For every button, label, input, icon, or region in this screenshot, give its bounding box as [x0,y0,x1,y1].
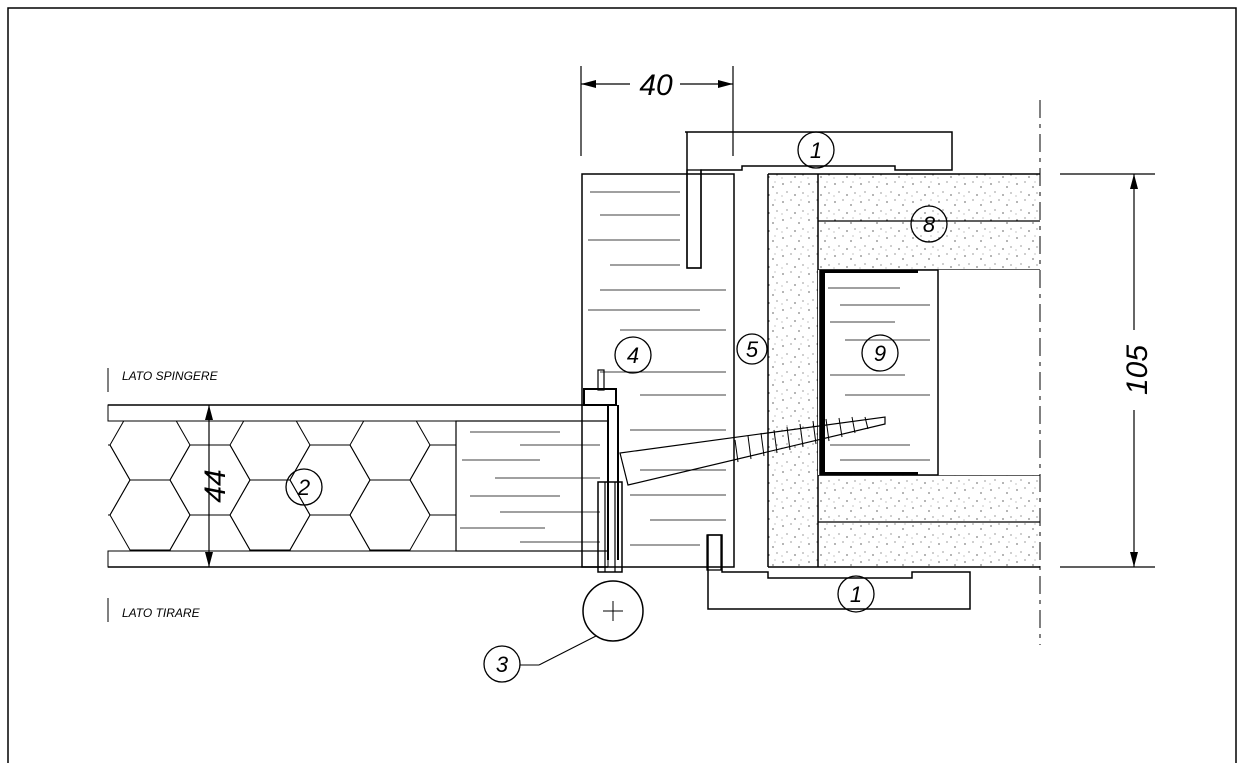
gap-5: 5 [736,174,769,567]
fixing-screw [619,416,886,486]
sub-frame-block [819,269,939,476]
sheet-border [7,7,1237,763]
dimension-door-thickness: 44 [199,405,232,567]
hinge-seal [583,369,619,560]
door-skin-top [107,404,609,422]
callout-2-label: 2 [297,475,310,500]
dimension-40-label: 40 [639,69,673,102]
callout-9: 9 [861,334,899,372]
dimension-wall-thickness: 105 [1060,173,1155,568]
callout-1-top-label: 1 [810,138,822,163]
door-leaf [107,404,609,568]
pull-side-note: LATO TIRARE [122,606,201,620]
wall-section [768,173,1040,568]
dimension-jamb-width: 40 [580,66,734,156]
honeycomb-core [108,421,456,551]
callout-4: 4 [614,336,652,374]
door-skin-bottom [107,550,609,568]
hinge-pin [538,481,644,666]
callout-8-label: 8 [923,212,936,237]
push-side-note: LATO SPINGERE [122,369,219,383]
callout-3-label: 3 [496,652,509,677]
callout-9-label: 9 [874,341,886,366]
callout-5-label: 5 [746,337,759,362]
trim-top: 1 [685,131,953,269]
callout-4-label: 4 [627,343,639,368]
trim-bottom: 1 [707,534,971,613]
door-timber-edge [455,420,609,552]
dimension-105-label: 105 [1121,345,1154,395]
dimension-44-label: 44 [199,469,232,502]
callout-8: 8 [910,205,948,243]
callout-1-bottom-label: 1 [850,582,862,607]
callout-2: 2 [285,468,323,506]
callout-3: 3 [483,645,539,683]
frame-jamb [581,169,735,571]
